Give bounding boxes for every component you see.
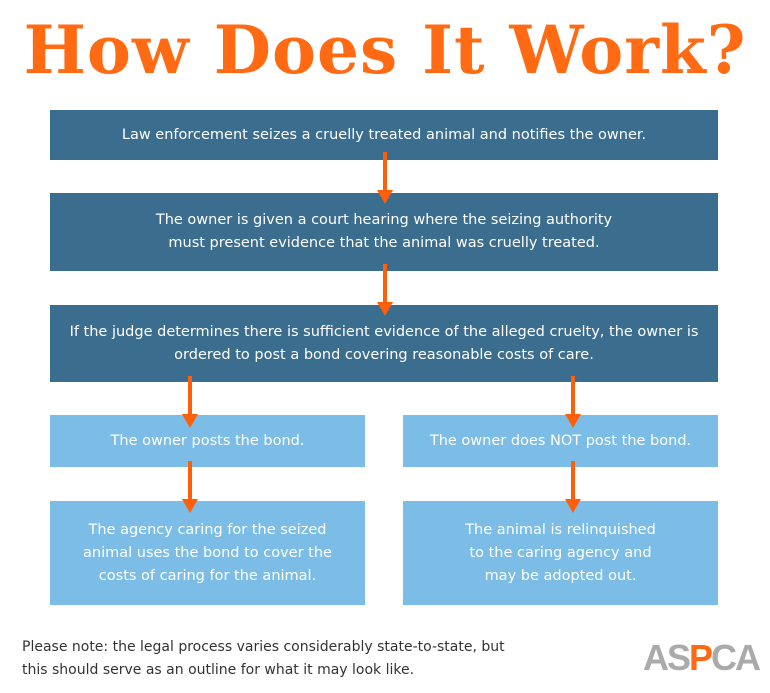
step-text: The owner does NOT post the bond.	[429, 432, 692, 449]
step-text: The owner is given a court hearing where…	[155, 212, 613, 251]
step-text: The animal is relinquished to the caring…	[465, 521, 656, 584]
step-text: Law enforcement seizes a cruelly treated…	[121, 126, 647, 143]
step-text: The owner posts the bond.	[110, 432, 305, 449]
step-hearing: The owner is given a court hearing where…	[50, 193, 718, 271]
step-not-posts-result: The animal is relinquished to the caring…	[403, 501, 718, 605]
step-posts-result: The agency caring for the seized animal …	[50, 501, 365, 605]
step-posts-bond: The owner posts the bond.	[50, 415, 365, 467]
page-title: How Does It Work?	[23, 11, 747, 89]
step-text: The agency caring for the seized animal …	[83, 521, 332, 584]
disclaimer-note: Please note: the legal process varies co…	[22, 639, 505, 678]
aspca-logo: ASPCA	[643, 637, 761, 679]
logo-part: AS	[643, 637, 691, 678]
logo-part: CA	[711, 637, 761, 678]
logo-part: P	[689, 637, 713, 678]
step-text: If the judge determines there is suffici…	[69, 323, 699, 363]
step-bond-order: If the judge determines there is suffici…	[50, 305, 718, 382]
step-not-posts-bond: The owner does NOT post the bond.	[403, 415, 718, 467]
step-seize: Law enforcement seizes a cruelly treated…	[50, 110, 718, 160]
